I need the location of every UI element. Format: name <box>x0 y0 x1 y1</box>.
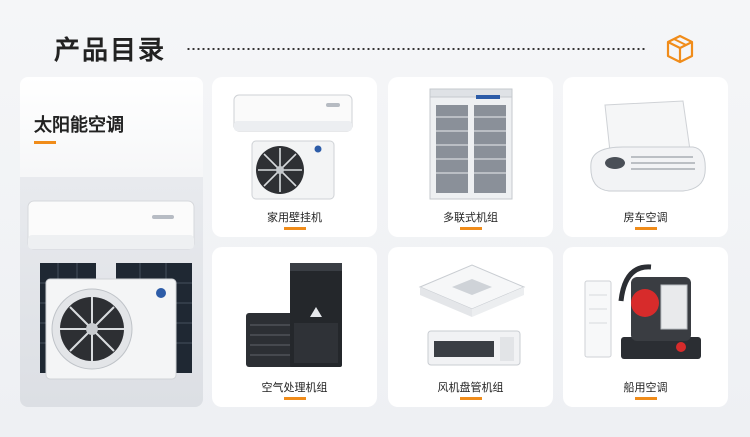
dotted-divider <box>186 48 646 50</box>
rv-ac-image <box>590 100 706 192</box>
label-underline <box>635 397 657 400</box>
solar-air-conditioner-image <box>27 200 195 380</box>
label-underline <box>284 397 306 400</box>
product-label: 多联式机组 <box>443 211 498 224</box>
feature-title: 太阳能空调 <box>34 115 124 136</box>
fan-coil-unit-image <box>418 264 526 366</box>
product-card-air-handler[interactable]: 空气处理机组 <box>212 247 377 407</box>
product-card-rv[interactable]: 房车空调 <box>563 77 728 237</box>
marine-ac-image <box>584 264 701 359</box>
product-label: 房车空调 <box>623 211 668 224</box>
wall-mounted-ac-image <box>233 94 353 200</box>
label-underline <box>460 227 482 230</box>
box-icon <box>666 34 694 64</box>
product-label: 家用壁挂机 <box>267 211 322 224</box>
label-underline <box>460 397 482 400</box>
product-card-fan-coil[interactable]: 风机盘管机组 <box>388 247 553 407</box>
label-underline <box>635 227 657 230</box>
product-label: 风机盘管机组 <box>437 381 504 394</box>
product-card-vrf[interactable]: 多联式机组 <box>388 77 553 237</box>
product-card-marine[interactable]: 船用空调 <box>563 247 728 407</box>
feature-card-solar-ac[interactable]: 太阳能空调 <box>20 77 203 407</box>
product-label: 船用空调 <box>623 381 668 394</box>
product-card-wall-mounted[interactable]: 家用壁挂机 <box>212 77 377 237</box>
vrf-unit-image <box>429 88 513 200</box>
page-title: 产品目录 <box>54 36 167 66</box>
feature-title-underline <box>34 141 56 144</box>
label-underline <box>284 227 306 230</box>
catalog-header: 产品目录 <box>0 0 750 78</box>
product-label: 空气处理机组 <box>261 381 328 394</box>
air-handler-image <box>246 263 342 367</box>
